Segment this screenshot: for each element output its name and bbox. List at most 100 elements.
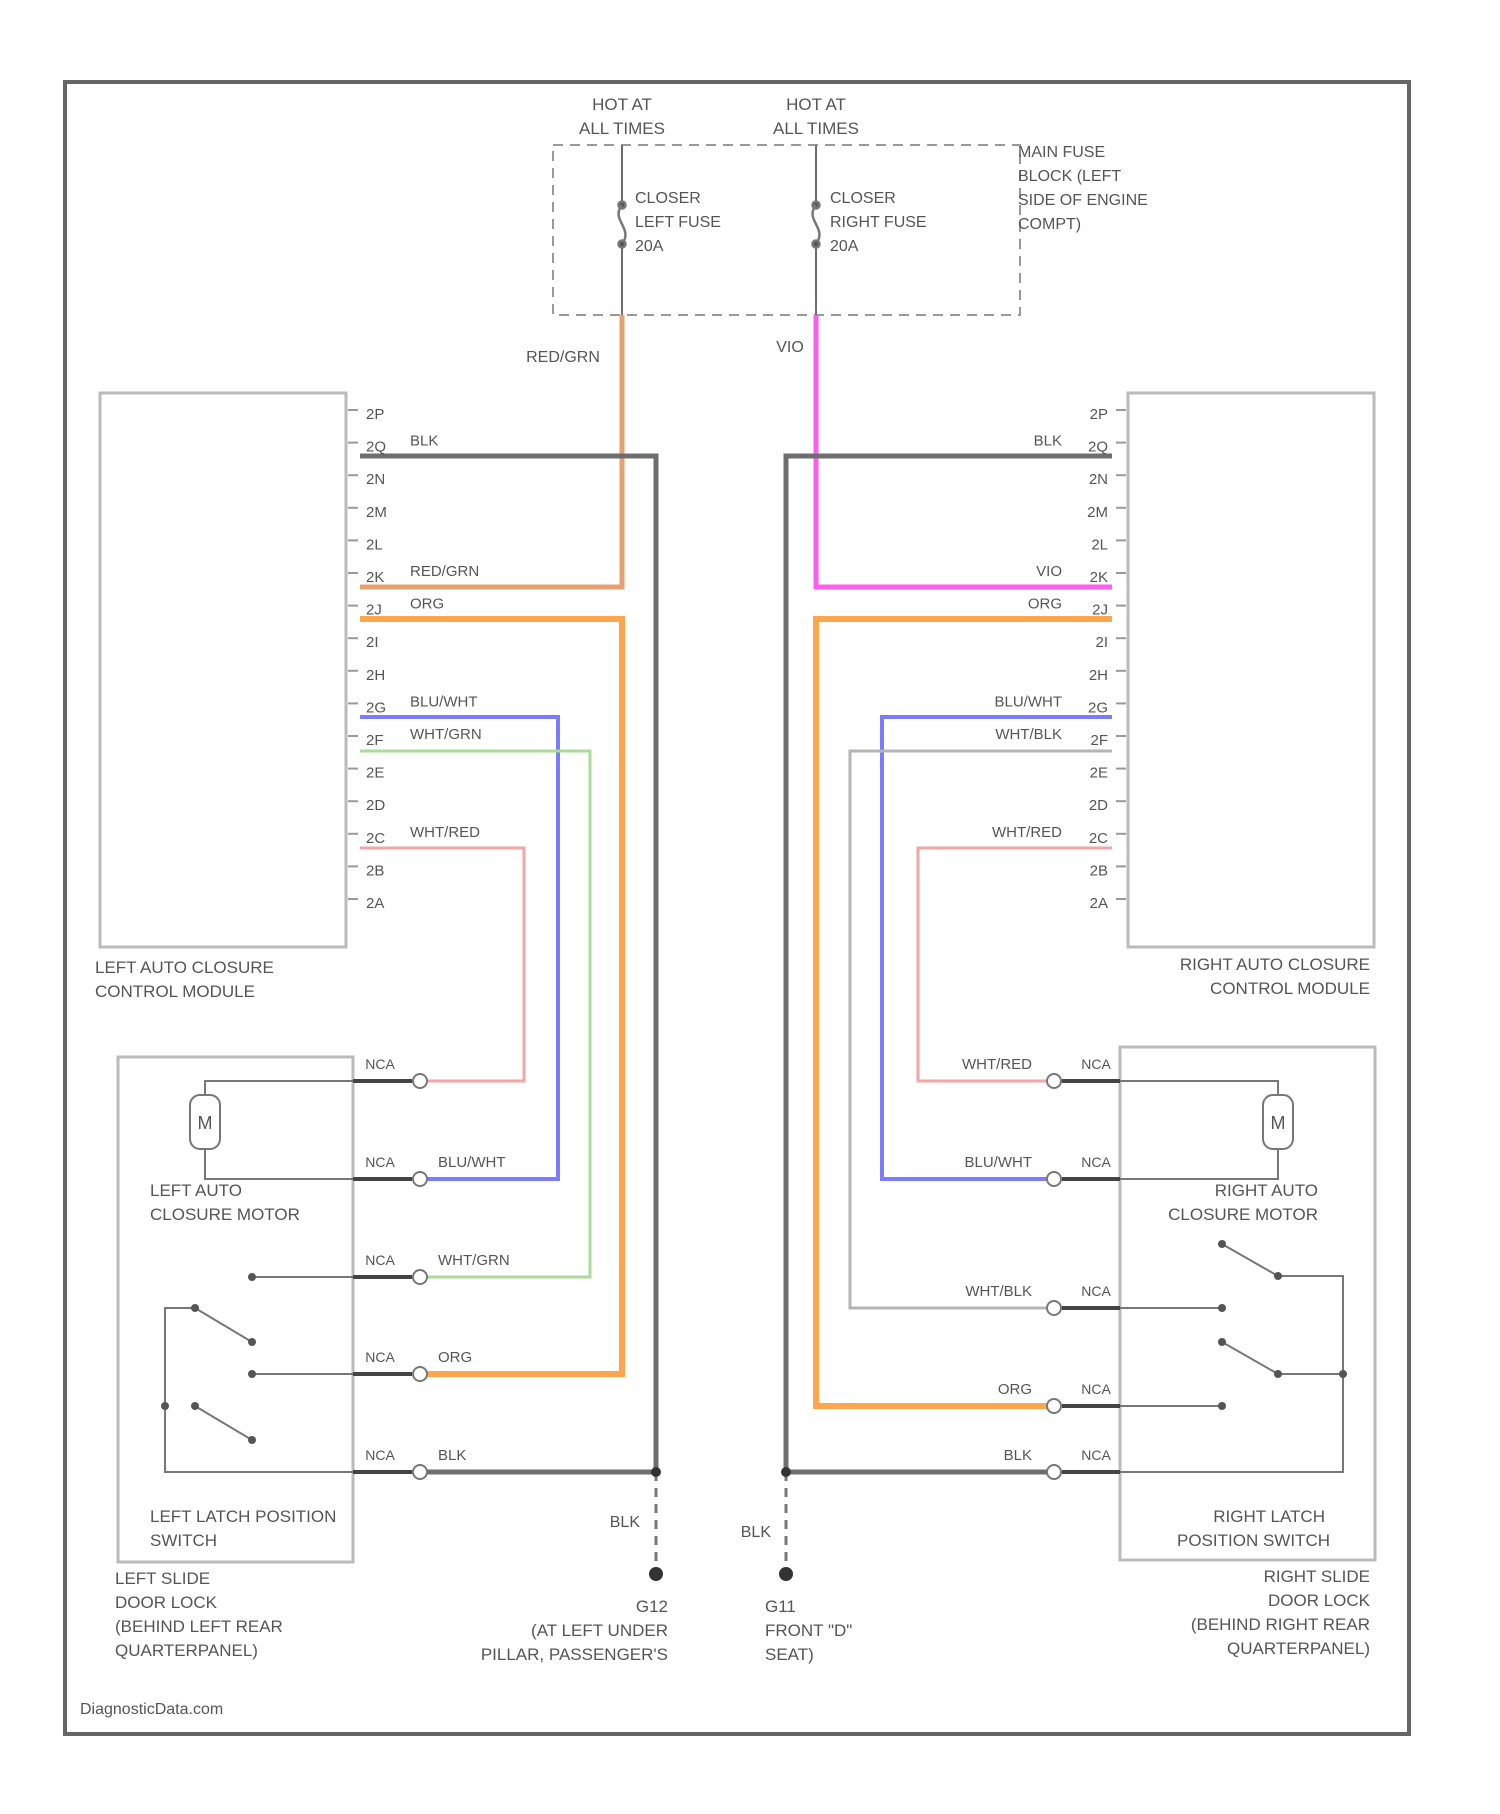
right-lock-name-3: (BEHIND RIGHT REAR <box>1191 1615 1370 1634</box>
right-pin-number: 2K <box>1090 569 1108 586</box>
left-fuse-label-1: CLOSER <box>635 190 701 207</box>
left-pin-number: 2C <box>366 830 385 847</box>
left-nca-label: NCA <box>365 1447 395 1463</box>
right-connector-icon <box>1047 1399 1061 1413</box>
right-nca-label: NCA <box>1081 1154 1111 1170</box>
left-nca-label: NCA <box>365 1349 395 1365</box>
wire-wht-red-left <box>360 848 524 1081</box>
left-pin-wire-color: BLK <box>410 433 438 450</box>
right-ground-label-3: SEAT) <box>765 1645 814 1664</box>
left-pin-wire-color: ORG <box>410 596 444 613</box>
right-hot-label-1: HOT AT <box>786 95 846 114</box>
left-fuse-label-3: 20A <box>635 238 664 255</box>
left-nca-label: NCA <box>365 1056 395 1072</box>
right-nca-label: NCA <box>1081 1056 1111 1072</box>
left-ground-label-1: G12 <box>636 1597 668 1616</box>
right-door-lock-box <box>1120 1047 1375 1560</box>
right-pin-wire-color: BLK <box>1034 433 1062 450</box>
right-pin-number: 2A <box>1090 895 1108 912</box>
left-feed-wire-label: RED/GRN <box>526 349 600 366</box>
left-lock-wire-color: BLK <box>438 1447 466 1464</box>
left-ground-icon <box>649 1567 663 1581</box>
right-control-module-box <box>1128 393 1374 947</box>
left-lock-wire-color: ORG <box>438 1349 472 1366</box>
wire-org-right <box>816 619 1112 1406</box>
right-lock-name-2: DOOR LOCK <box>1268 1591 1371 1610</box>
left-pin-number: 2A <box>366 895 384 912</box>
right-ground-label-1: G11 <box>765 1597 796 1616</box>
right-nca-label: NCA <box>1081 1381 1111 1397</box>
left-ground-wire-label: BLK <box>610 1514 641 1531</box>
watermark: DiagnosticData.com <box>80 1701 223 1718</box>
wire-blk-left <box>360 456 656 1472</box>
left-motor-symbol: M <box>198 1113 213 1133</box>
ground-wires <box>656 1472 786 1572</box>
left-switch-label-1: LEFT LATCH POSITION <box>150 1507 336 1526</box>
right-lock-wire-color: BLU/WHT <box>965 1154 1033 1171</box>
left-pin-number: 2G <box>366 699 386 716</box>
right-lock-name-4: QUARTERPANEL) <box>1227 1639 1370 1658</box>
wire-vio <box>816 315 1112 587</box>
left-pin-number: 2F <box>366 732 384 749</box>
right-lock-wire-color: BLK <box>1004 1447 1032 1464</box>
left-connector-icon <box>413 1465 427 1479</box>
left-module-name-1: LEFT AUTO CLOSURE <box>95 958 274 977</box>
wire-blk-right <box>786 456 1112 1472</box>
left-pin-wire-color: BLU/WHT <box>410 693 478 710</box>
left-hot-label-2: ALL TIMES <box>579 119 665 138</box>
right-pin-number: 2I <box>1095 634 1108 651</box>
left-nca-label: NCA <box>365 1252 395 1268</box>
left-pin-number: 2E <box>366 765 384 782</box>
right-ground-icon <box>779 1567 793 1581</box>
right-connector-icon <box>1047 1465 1061 1479</box>
right-fuse-icon <box>813 202 820 248</box>
right-pin-wire-color: ORG <box>1028 596 1062 613</box>
right-motor-icon <box>1120 1081 1293 1179</box>
right-lock-wire-color: ORG <box>998 1381 1032 1398</box>
left-connector-icon <box>413 1074 427 1088</box>
right-lock-connections: NCAWHT/REDNCABLU/WHTNCAWHT/BLKNCAORGNCAB… <box>962 1056 1120 1479</box>
right-fuse-label-3: 20A <box>830 238 859 255</box>
right-pin-number: 2G <box>1088 699 1108 716</box>
right-module-name-1: RIGHT AUTO CLOSURE <box>1180 955 1370 974</box>
wire-blu-wht-left <box>360 717 558 1179</box>
right-switch-label-1: RIGHT LATCH <box>1213 1507 1325 1526</box>
right-pin-number: 2D <box>1089 797 1108 814</box>
right-pin-number: 2M <box>1087 504 1108 521</box>
left-nca-label: NCA <box>365 1154 395 1170</box>
left-motor-icon <box>190 1081 353 1179</box>
fuse-block-label-4: COMPT) <box>1018 216 1081 233</box>
left-connector-icon <box>413 1270 427 1284</box>
right-connector-icon <box>1047 1172 1061 1186</box>
left-latch-switch-contacts <box>161 1273 256 1444</box>
left-lock-name-4: QUARTERPANEL) <box>115 1641 258 1660</box>
right-nca-label: NCA <box>1081 1447 1111 1463</box>
right-pin-wire-color: WHT/BLK <box>995 726 1062 743</box>
wire-wht-red-right <box>918 848 1112 1081</box>
right-pin-number: 2C <box>1089 830 1108 847</box>
right-pin-number: 2L <box>1091 536 1108 553</box>
left-pin-wire-color: WHT/RED <box>410 824 480 841</box>
left-pin-number: 2K <box>366 569 384 586</box>
left-fuse-label-2: LEFT FUSE <box>635 214 721 231</box>
left-ground-label-2: (AT LEFT UNDER <box>531 1621 668 1640</box>
right-pin-number: 2Q <box>1088 439 1108 456</box>
right-latch-switch-contacts <box>1218 1240 1347 1410</box>
right-connector-icon <box>1047 1301 1061 1315</box>
left-ground-splice <box>651 1467 661 1477</box>
left-pin-number: 2B <box>366 862 384 879</box>
left-hot-label-1: HOT AT <box>592 95 652 114</box>
left-module-name-2: CONTROL MODULE <box>95 982 255 1001</box>
right-hot-label-2: ALL TIMES <box>773 119 859 138</box>
fuse-block-label-1: MAIN FUSE <box>1018 144 1105 161</box>
left-pin-number: 2Q <box>366 439 386 456</box>
right-lock-wire-color: WHT/RED <box>962 1056 1032 1073</box>
left-pin-number: 2H <box>366 667 385 684</box>
left-pin-number: 2I <box>366 634 379 651</box>
left-ground-label-3: PILLAR, PASSENGER'S <box>481 1645 668 1664</box>
right-ground-splice <box>781 1467 791 1477</box>
right-feed-wire-label: VIO <box>776 339 804 356</box>
right-motor-label-1: RIGHT AUTO <box>1215 1181 1318 1200</box>
left-pin-number: 2N <box>366 471 385 488</box>
